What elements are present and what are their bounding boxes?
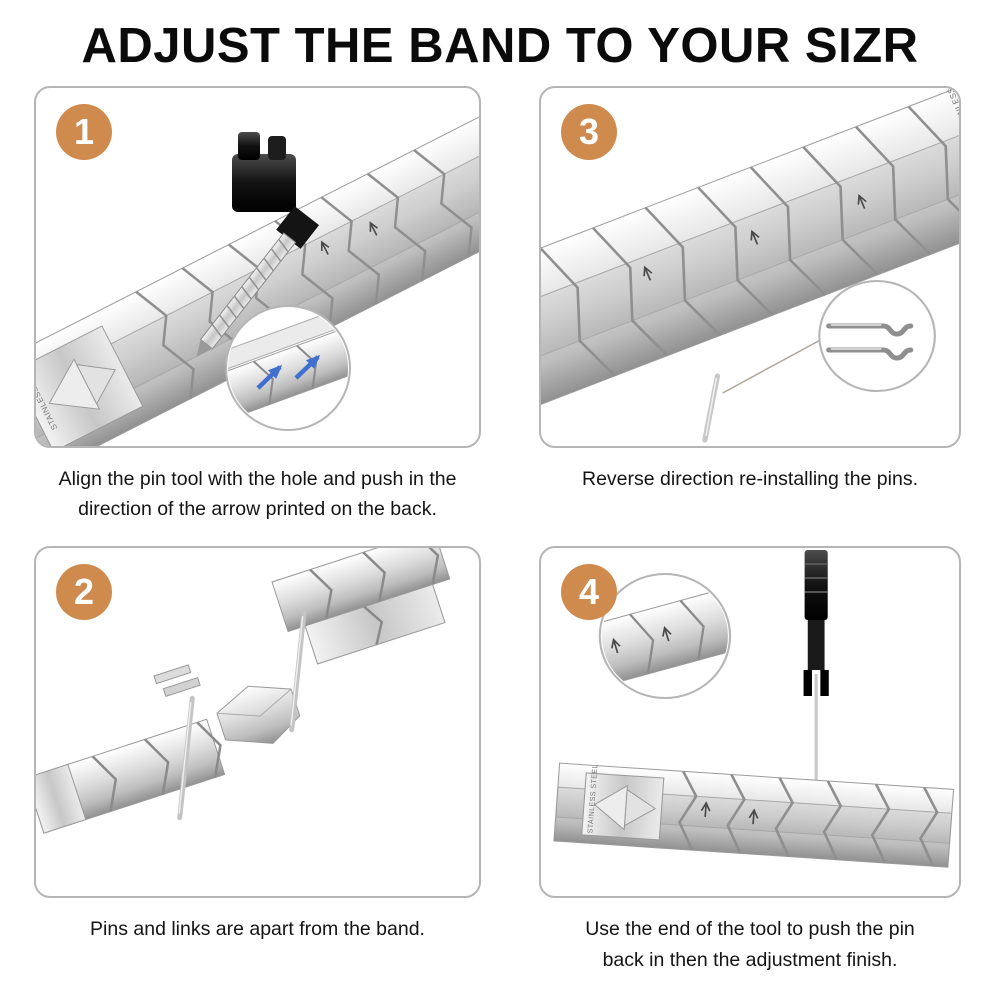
step-2-caption: Pins and links are apart from the band. (90, 918, 425, 941)
pin-removal-tool (196, 132, 320, 357)
step-1-number-badge: 1 (56, 104, 112, 160)
step-3-number-badge: 3 (561, 104, 617, 160)
step-1-caption: Align the pin tool with the hole and pus… (58, 468, 457, 521)
tool-screw (196, 206, 320, 357)
step-3-panel: 3 (539, 86, 961, 448)
watch-band: STAINLESS STEEL (541, 88, 959, 411)
pin-push-tool (803, 550, 829, 787)
watch-band: STAINLESS STEEL (553, 763, 955, 869)
step-4-caption: Use the end of the tool to push the pin … (585, 918, 915, 971)
step-2: 2 (34, 546, 481, 996)
step-3: 3 (539, 86, 961, 546)
magnifier-inset (818, 280, 936, 392)
removed-pin (702, 373, 721, 443)
magnifier-inset (225, 305, 351, 431)
step-2-number-badge: 2 (56, 564, 112, 621)
step-4: 4 (539, 546, 961, 996)
magnifier-inset (598, 573, 732, 700)
page-title: ADJUST THE BAND TO YOUR SIZR (81, 19, 919, 73)
step-1-panel: 1 (34, 86, 481, 448)
direction-arrows (256, 354, 321, 390)
step-3-caption: Reverse direction re-installing the pins… (582, 468, 918, 490)
step-1: 1 (34, 86, 481, 546)
leader-line (722, 339, 821, 394)
loose-pin-2 (289, 610, 307, 733)
steps-grid: 1 (0, 86, 1000, 997)
single-link (216, 686, 301, 745)
watch-band: STAINLESS STEEL (36, 112, 479, 446)
butterfly-clasp: STAINLESS STEEL (36, 325, 144, 446)
step-1-illustration: STAINLESS STEEL (36, 112, 479, 446)
step-4-panel: 4 (539, 546, 961, 899)
pin-tips (826, 323, 914, 361)
band-segment-upper (271, 548, 451, 666)
step-2-panel: 2 (34, 546, 481, 899)
step-4-illustration: STAINLESS STEEL (553, 550, 955, 869)
step-4-number-badge: 4 (561, 564, 617, 621)
loose-pin-1 (177, 696, 195, 821)
band-segment-lower (36, 719, 226, 835)
butterfly-clasp: STAINLESS STEEL (581, 764, 665, 841)
step-2-illustration (36, 548, 451, 835)
step-3-illustration: STAINLESS STEEL (541, 88, 959, 443)
connector-plates (153, 664, 201, 698)
